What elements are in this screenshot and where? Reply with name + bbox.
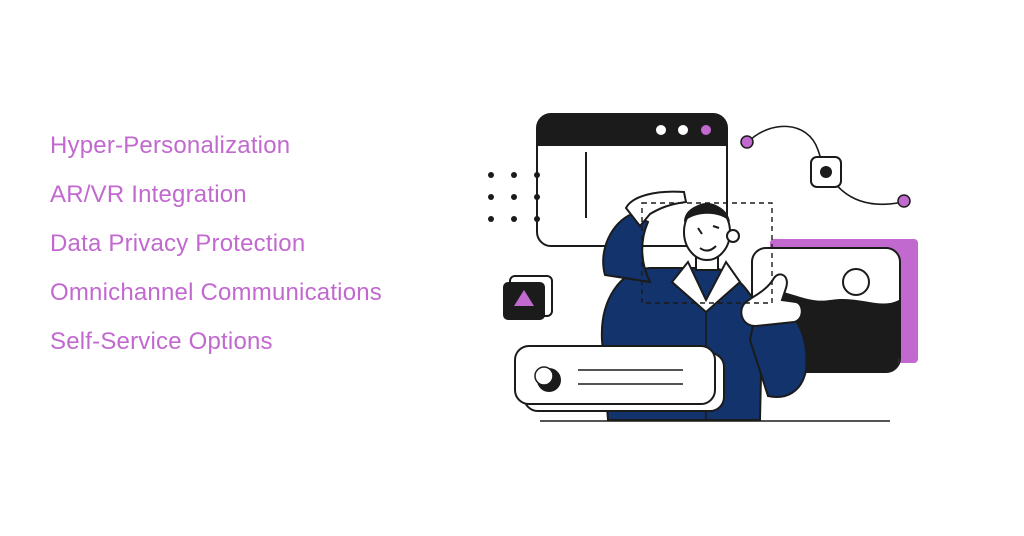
search-bar-icon <box>514 345 725 412</box>
feature-item-omnichannel-communications: Omnichannel Communications <box>50 279 383 306</box>
illustration <box>488 113 918 422</box>
feature-item-ar-vr-integration: AR/VR Integration <box>50 181 247 208</box>
dot-grid-icon <box>488 172 540 222</box>
feature-item-self-service-options: Self-Service Options <box>50 328 273 355</box>
node-connector-icon <box>740 125 911 208</box>
browser-window-icon <box>536 113 728 247</box>
play-triangle-icon <box>503 275 553 320</box>
feature-item-hyper-personalization: Hyper-Personalization <box>50 132 291 159</box>
feature-item-data-privacy-protection: Data Privacy Protection <box>50 230 306 257</box>
feature-list: Hyper-Personalization AR/VR Integration … <box>50 126 382 371</box>
